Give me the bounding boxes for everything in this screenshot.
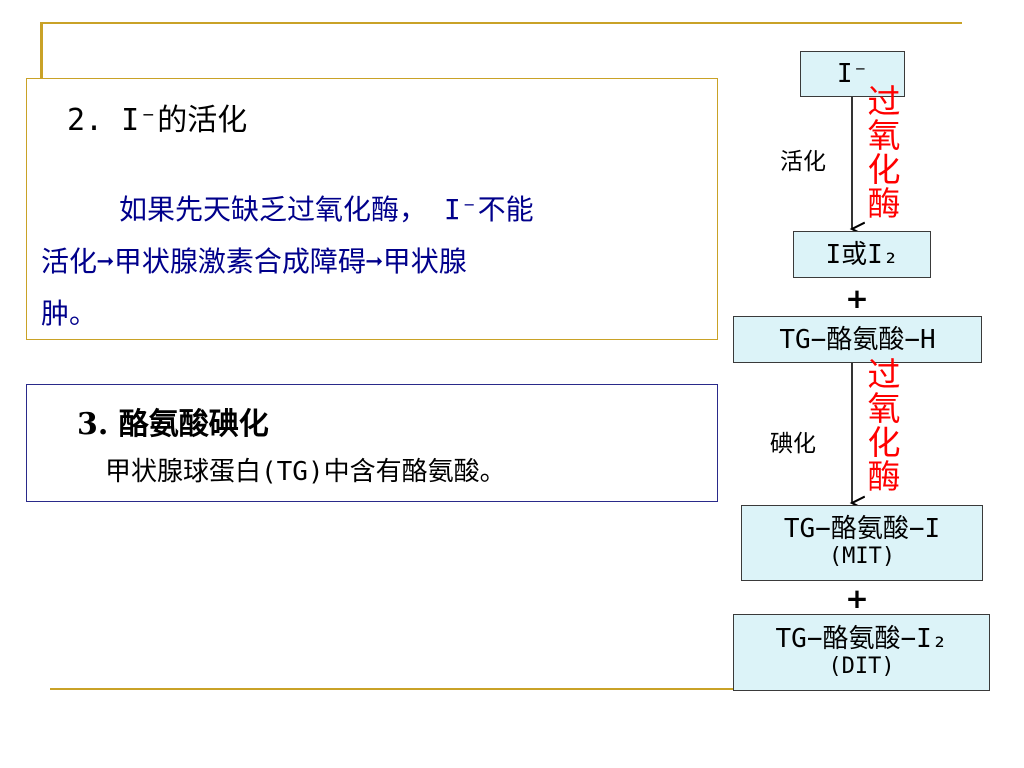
iodination-body: 甲状腺球蛋白(TG)中含有酪氨酸。: [105, 457, 506, 487]
dit-line-2: (DIT): [828, 653, 895, 679]
dit-box: TG−酪氨酸−I₂ (DIT): [733, 614, 990, 691]
top-rule: [40, 22, 962, 24]
activation-side-label: 活化: [780, 149, 826, 175]
iodination-panel: 3. 酪氨酸碘化 甲状腺球蛋白(TG)中含有酪氨酸。: [26, 384, 718, 502]
tg-tyrosine-h-label: TG−酪氨酸−H: [779, 324, 936, 355]
enzyme-2-char-4: 酶: [867, 457, 901, 496]
activation-line-2: 活化➞甲状腺激素合成障碍➞甲状腺: [41, 245, 467, 278]
activation-line-3: 肿。: [41, 297, 98, 330]
iodine-box: I或I₂: [793, 231, 931, 278]
enzyme-1-char-1: 过: [867, 82, 901, 121]
dit-line-1: TG−酪氨酸−I₂: [775, 623, 948, 654]
left-rule: [40, 22, 43, 98]
activation-panel: 2. I⁻的活化 如果先天缺乏过氧化酶， I⁻不能 活化➞甲状腺激素合成障碍➞甲…: [26, 78, 718, 340]
plus-sign-1: +: [845, 282, 869, 315]
enzyme-2-char-3: 化: [867, 423, 901, 462]
plus-sign-2: +: [845, 582, 869, 615]
activation-heading: 2. I⁻的活化: [67, 103, 248, 138]
enzyme-1-char-3: 化: [867, 150, 901, 189]
iodine-label: I或I₂: [825, 239, 899, 270]
iodide-label: I⁻: [836, 59, 869, 89]
activation-line-1: 如果先天缺乏过氧化酶， I⁻不能: [119, 193, 534, 226]
iodide-box: I⁻: [800, 51, 905, 97]
enzyme-2-char-2: 氧: [867, 389, 901, 428]
mit-line-1: TG−酪氨酸−I: [783, 514, 941, 544]
enzyme-1-char-4: 酶: [867, 184, 901, 223]
enzyme-1-char-2: 氧: [867, 116, 901, 155]
bottom-rule: [50, 688, 740, 690]
iodination-heading: 3. 酪氨酸碘化: [77, 407, 269, 442]
enzyme-2-char-1: 过: [867, 355, 901, 394]
iodination-side-label: 碘化: [770, 431, 816, 457]
tg-tyrosine-h-box: TG−酪氨酸−H: [733, 316, 982, 363]
mit-line-2: (MIT): [828, 544, 896, 569]
peroxidase-label-2: 过 氧 化 酶: [864, 358, 904, 494]
peroxidase-label-1: 过 氧 化 酶: [864, 85, 904, 221]
mit-box: TG−酪氨酸−I (MIT): [741, 505, 983, 581]
